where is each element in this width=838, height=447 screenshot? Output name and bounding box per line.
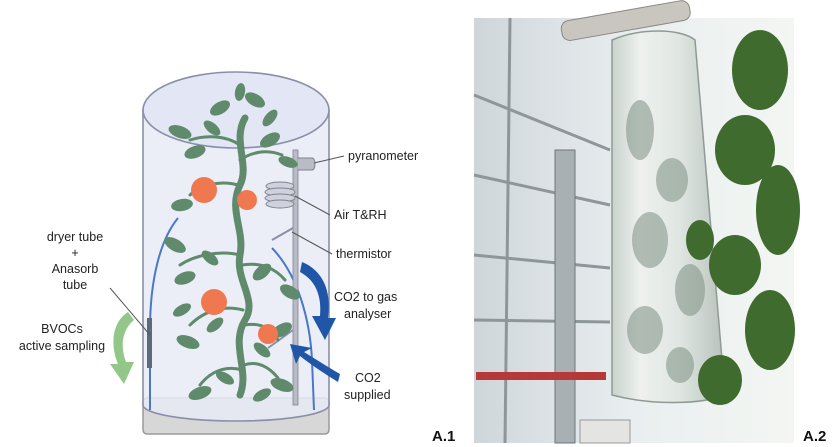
label-thermistor: thermistor xyxy=(336,247,392,261)
sensor-pole xyxy=(292,149,299,406)
pyranometer xyxy=(298,157,316,171)
chamber-diagram: pyranometer Air T&RH thermistor CO2 to g… xyxy=(19,71,418,435)
ground-pot xyxy=(579,419,631,444)
tomato-fruits xyxy=(191,177,278,344)
panel-label-a1: A.1 xyxy=(432,428,455,445)
label-bvocs-line2: active sampling xyxy=(19,339,105,353)
bvocs-sampling-arrow xyxy=(110,312,134,384)
label-co2-supplied-line2: supplied xyxy=(344,388,391,402)
label-co2-gas-line1: CO2 to gas xyxy=(334,290,397,304)
thermistor xyxy=(271,227,294,241)
co2-to-analyser-arrow xyxy=(300,262,336,340)
label-dryer-line1: dryer tube xyxy=(47,230,103,244)
chamber-photo xyxy=(473,0,800,444)
co2-supplied-arrow xyxy=(290,344,340,382)
dryer-tube xyxy=(147,318,152,368)
label-air-trh: Air T&RH xyxy=(334,208,387,222)
outside-plants xyxy=(686,30,800,405)
steel-post xyxy=(554,149,576,444)
sampling-tube-right xyxy=(271,247,315,411)
plant-leaves xyxy=(164,83,300,402)
label-dryer-line4: tube xyxy=(63,278,87,292)
label-dryer-line2: + xyxy=(71,246,78,260)
thermistor-lower xyxy=(267,329,294,349)
chamber-top xyxy=(142,71,330,149)
air-trh-sensor xyxy=(264,181,296,209)
label-pyranometer: pyranometer xyxy=(348,149,418,163)
leader-lines xyxy=(109,155,345,336)
heating-pipe xyxy=(476,372,606,380)
label-dryer-line3: Anasorb xyxy=(52,262,99,276)
label-co2-supplied-line1: CO2 xyxy=(355,371,381,385)
chamber-shadows xyxy=(626,100,705,383)
label-co2-gas-line2: analyser xyxy=(344,307,391,321)
panel-label-a2: A.2 xyxy=(803,428,826,445)
ceiling-pipe xyxy=(560,0,691,41)
label-bvocs-line1: BVOCs xyxy=(41,322,83,336)
